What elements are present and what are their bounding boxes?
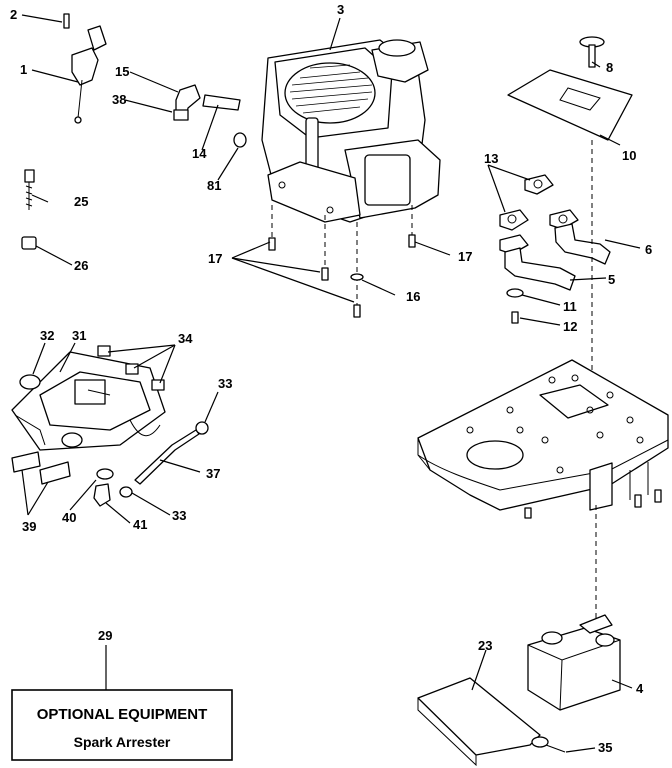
clamp-33-bottom	[119, 486, 133, 498]
exhaust-pipe-5	[504, 247, 576, 291]
nut-26-part	[21, 236, 37, 250]
callout-3: 3	[337, 2, 344, 17]
pads-34	[97, 345, 165, 391]
callout-32: 32	[40, 328, 54, 343]
callout-40: 40	[62, 510, 76, 525]
callout-15: 15	[115, 64, 129, 79]
chassis-frame	[417, 359, 669, 519]
callout-81: 81	[207, 178, 221, 193]
shield-10	[507, 69, 633, 141]
callout-11: 11	[563, 299, 577, 314]
callout-33-top: 33	[218, 376, 232, 391]
bolt-25-part	[24, 169, 35, 210]
note-title: OPTIONAL EQUIPMENT	[37, 706, 208, 723]
exhaust-gasket-13	[499, 174, 579, 255]
callout-38: 38	[112, 92, 126, 107]
callout-23: 23	[478, 638, 492, 653]
heat-shield-23	[417, 677, 541, 756]
callout-34: 34	[178, 331, 193, 346]
callout-5: 5	[608, 272, 615, 287]
note-box	[11, 689, 233, 761]
plug-81	[233, 132, 247, 148]
washer-11	[506, 288, 524, 298]
leader-lines	[21, 14, 641, 753]
pads-39	[11, 451, 71, 485]
callout-29: 29	[98, 628, 112, 643]
throttle-control-part	[63, 13, 107, 124]
callout-12: 12	[563, 319, 577, 334]
callout-1: 1	[20, 62, 27, 77]
engine-part	[261, 39, 441, 223]
washer-16	[350, 273, 364, 281]
clamp-33-top	[195, 421, 209, 435]
air-cleaner-kit-31	[11, 351, 166, 451]
callout-33-bottom: 33	[172, 508, 186, 523]
callout-37: 37	[206, 466, 220, 481]
hose-14	[202, 94, 241, 111]
screw-35	[531, 736, 566, 753]
callout-10: 10	[622, 148, 636, 163]
callout-4: 4	[636, 681, 644, 696]
filter-32	[19, 374, 41, 390]
callout-17-left: 17	[208, 251, 222, 266]
muffler-4	[527, 614, 621, 711]
clamp-40	[96, 468, 114, 480]
bolt-17-parts	[268, 234, 416, 318]
callout-39: 39	[22, 519, 36, 534]
note-subtitle: Spark Arrester	[74, 734, 171, 750]
callout-35: 35	[598, 740, 612, 755]
callout-labels: 1 2 3 15 38 14 81 8 10 13 6 5 11 12 25 2…	[10, 2, 652, 755]
callout-2: 2	[10, 7, 17, 22]
callout-25: 25	[74, 194, 88, 209]
optional-equipment-note: OPTIONAL EQUIPMENT Spark Arrester	[11, 689, 233, 761]
callout-41: 41	[133, 517, 147, 532]
exhaust-pipe-6	[554, 223, 611, 265]
knob-8	[579, 36, 605, 68]
callout-31: 31	[72, 328, 86, 343]
callout-13: 13	[484, 151, 498, 166]
fitting-38	[173, 109, 189, 121]
callout-8: 8	[606, 60, 613, 75]
callout-17-right: 17	[458, 249, 472, 264]
callout-16: 16	[406, 289, 420, 304]
bolt-12	[511, 311, 519, 324]
hose-37	[134, 429, 200, 485]
callout-6: 6	[645, 242, 652, 257]
fitting-41	[93, 483, 111, 507]
callout-26: 26	[74, 258, 88, 273]
callout-14: 14	[192, 146, 207, 161]
